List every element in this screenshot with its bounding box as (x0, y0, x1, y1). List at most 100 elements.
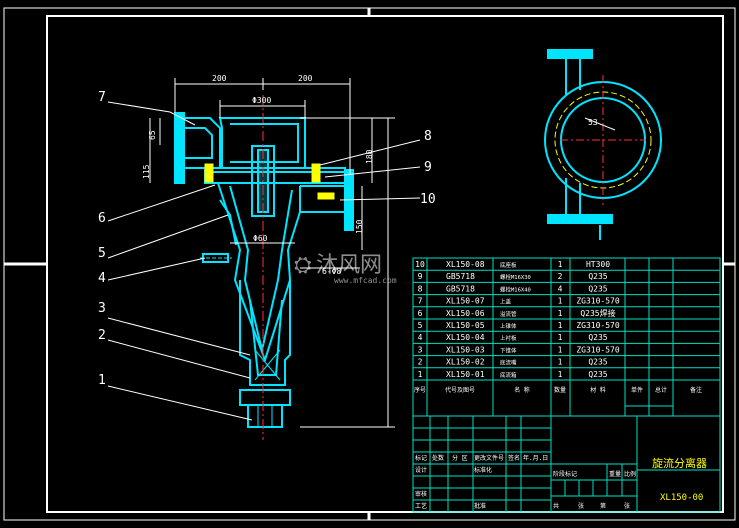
bom-cell-code: XL150-04 (446, 333, 485, 342)
bom-cell-material: Q235 (588, 272, 607, 281)
dim-diameter: Φ300 (252, 96, 271, 105)
bom-cell-qty: 1 (558, 345, 563, 354)
dimension-lines (149, 78, 395, 428)
dim-115: 115 (142, 164, 151, 179)
bom-cell-name: 下锥体 (500, 346, 517, 354)
bom-cell-qty: 1 (558, 297, 563, 306)
bom-cell-no: 8 (418, 284, 423, 293)
label-10: 10 (420, 192, 436, 207)
bom-cell-no: 1 (418, 370, 423, 379)
bom-cell-code: XL150-02 (446, 358, 485, 367)
bom-header-total_weight: 总计 (655, 386, 667, 394)
tb-cell-6: 设计 (415, 466, 427, 474)
tb-cell-9: 重量 (609, 470, 621, 478)
bom-cell-name: 上锥体 (500, 322, 517, 330)
bom-header-no: 序号 (414, 386, 426, 394)
label-9: 9 (424, 160, 432, 175)
dim-180: 180 (365, 149, 374, 164)
label-7: 7 (98, 90, 106, 105)
bom-cell-name: 底流嘴 (500, 359, 517, 367)
watermark-url: www.mfcad.com (334, 276, 397, 285)
tb-cell-14: 共 (553, 502, 559, 510)
label-8: 8 (424, 129, 432, 144)
part-labels: 7 6 5 4 3 2 1 8 9 10 (98, 90, 436, 388)
bom-cell-name: 底流箱 (500, 371, 517, 379)
bom-cell-name: 上衬板 (500, 334, 517, 342)
tb-cell-17: 张 (624, 502, 630, 510)
bom-cell-material: Q235 (588, 333, 607, 342)
dim-53: 53 (588, 118, 598, 127)
bom-cell-material: Q235 (588, 358, 607, 367)
bom-cell-no: 2 (418, 358, 423, 367)
tb-cell-1: 处数 (432, 454, 444, 462)
tb-cell-12: 工艺 (415, 502, 427, 510)
bom-cell-no: 9 (418, 272, 423, 281)
dim-65: 65 (148, 130, 157, 140)
tb-cell-3: 更改文件号 (474, 454, 504, 462)
label-6: 6 (98, 211, 106, 226)
watermark-logo-icon: ⛭ (294, 253, 312, 278)
bom-cell-material: ZG310-570 (576, 345, 620, 354)
bom-header-material: 材 料 (590, 386, 606, 394)
bom-header-qty: 数量 (554, 386, 566, 394)
bom-cell-material: HT300 (586, 260, 610, 269)
dim-200-left: 200 (212, 74, 227, 83)
bom-cell-code: XL150-01 (446, 370, 485, 379)
dim-diameter-2: Φ60 (253, 234, 268, 243)
bom-cell-code: XL150-08 (446, 260, 485, 269)
dim-150: 150 (355, 219, 364, 234)
tb-cell-8: 阶段标记 (553, 470, 577, 478)
bom-cell-no: 7 (418, 297, 423, 306)
bom-cell-name: 螺栓M16X30 (500, 273, 531, 281)
bom-cell-qty: 1 (558, 358, 563, 367)
bom-cell-material: Q235 (588, 370, 607, 379)
label-2: 2 (98, 328, 106, 343)
dim-holes: 6-Φ8 (322, 267, 341, 276)
bom-cell-name: 螺栓M16X40 (500, 285, 531, 293)
dim-200-right: 200 (298, 74, 313, 83)
tb-cell-2: 分 区 (452, 454, 468, 462)
bom-cell-no: 3 (418, 345, 423, 354)
title-block-cells: 标记 处数 分 区 更改文件号 签名 年.月.日 设计 标准化 阶段标记 重量 … (415, 454, 636, 510)
tb-cell-13: 批准 (474, 502, 486, 510)
bom-cell-name: 溢流管 (500, 310, 517, 318)
tb-cell-5: 年.月.日 (523, 454, 548, 462)
bom-header-code: 代号及图号 (445, 386, 475, 394)
title-block (412, 415, 721, 513)
bom-cell-qty: 2 (558, 272, 563, 281)
bom-header-unit_weight: 单件 (631, 386, 643, 394)
sheet-frame (3, 7, 736, 521)
tb-cell-0: 标记 (415, 454, 427, 462)
tb-cell-7: 标准化 (474, 466, 492, 474)
bom-cell-name: 上盖 (500, 298, 512, 306)
bom-cell-material: Q235焊接 (580, 308, 615, 318)
tb-cell-16: 第 (600, 502, 606, 510)
bom-cell-material: Q235 (588, 284, 607, 293)
bom-cell-qty: 1 (558, 333, 563, 342)
bom-cell-no: 10 (415, 260, 425, 269)
label-1: 1 (98, 373, 106, 388)
tb-cell-4: 签名 (508, 454, 520, 462)
bom-cell-qty: 1 (558, 370, 563, 379)
drawing-number: XL150-00 (660, 493, 703, 503)
bom-cell-no: 6 (418, 309, 423, 318)
bom-cell-material: ZG310-570 (576, 321, 620, 330)
bom-cell-material: ZG310-570 (576, 297, 620, 306)
leader-lines (107, 101, 421, 421)
bom-cell-no: 5 (418, 321, 423, 330)
drawing-title: 旋流分离器 (652, 456, 707, 470)
bom-cell-code: XL150-07 (446, 297, 485, 306)
watermark: ⛭ 沐风网 www.mfcad.com (294, 253, 397, 285)
tb-cell-10: 比例 (624, 470, 636, 478)
bom-cell-code: XL150-06 (446, 309, 485, 318)
bom-header-name: 名 称 (514, 386, 530, 394)
bom-cell-qty: 1 (558, 309, 563, 318)
bom-cell-qty: 1 (558, 260, 563, 269)
bom-cell-code: GB5718 (446, 284, 475, 293)
label-4: 4 (98, 271, 106, 286)
label-5: 5 (98, 246, 106, 261)
tb-cell-15: 张 (578, 502, 584, 510)
bom-cell-name: 底座板 (500, 261, 517, 269)
